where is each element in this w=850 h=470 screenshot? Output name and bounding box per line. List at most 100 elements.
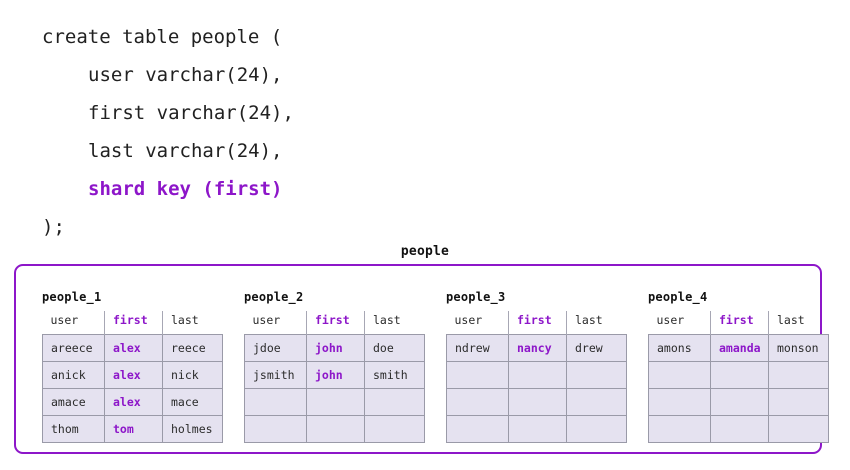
table-cell-user: amons bbox=[648, 334, 711, 362]
table-cell-last: mace bbox=[162, 388, 223, 416]
table-cell-first bbox=[508, 361, 567, 389]
table-cell-user: jdoe bbox=[244, 334, 307, 362]
table-cell-last: monson bbox=[768, 334, 829, 362]
shard-name: people_2 bbox=[244, 290, 304, 304]
table-cell-first: alex bbox=[104, 388, 163, 416]
sql-line: ); bbox=[42, 216, 65, 238]
sql-line: create table people ( bbox=[42, 26, 283, 48]
diagram-title: people bbox=[400, 244, 450, 259]
column-header-last: last bbox=[575, 313, 603, 327]
column-header-user: user bbox=[446, 311, 509, 335]
table-cell-last: holmes bbox=[162, 415, 223, 443]
sql-line: user varchar(24), bbox=[88, 64, 283, 86]
table-cell-first: alex bbox=[104, 334, 163, 362]
table-cell-user bbox=[244, 415, 307, 443]
table-cell-first bbox=[306, 388, 365, 416]
column-header-last: last bbox=[373, 313, 401, 327]
table-cell-user: amace bbox=[42, 388, 105, 416]
table-row bbox=[446, 388, 627, 416]
table-cell-first: tom bbox=[104, 415, 163, 443]
column-header-user: user bbox=[648, 311, 711, 335]
table-cell-first: amanda bbox=[710, 334, 769, 362]
table-row bbox=[244, 415, 425, 443]
table-cell-first: alex bbox=[104, 361, 163, 389]
table-cell-last: nick bbox=[162, 361, 223, 389]
table-cell-user bbox=[648, 361, 711, 389]
table-cell-first: nancy bbox=[508, 334, 567, 362]
table-cell-last bbox=[364, 388, 425, 416]
column-header-last: last bbox=[777, 313, 805, 327]
table-cell-first bbox=[306, 415, 365, 443]
table-row bbox=[446, 361, 627, 389]
table-cell-user bbox=[244, 388, 307, 416]
table-cell-user: ndrew bbox=[446, 334, 509, 362]
table-cell-last bbox=[768, 361, 829, 389]
table-cell-user bbox=[446, 361, 509, 389]
table-cell-first: john bbox=[306, 334, 365, 362]
shard-name: people_4 bbox=[648, 290, 708, 304]
table-cell-user bbox=[648, 388, 711, 416]
table-cell-last bbox=[768, 388, 829, 416]
table-cell-last: reece bbox=[162, 334, 223, 362]
table-cell-last bbox=[566, 388, 627, 416]
column-header-first: first bbox=[508, 311, 567, 335]
table-row bbox=[648, 415, 829, 443]
table-row bbox=[648, 361, 829, 389]
shard-name: people_3 bbox=[446, 290, 506, 304]
table-cell-user bbox=[648, 415, 711, 443]
table-cell-last bbox=[566, 415, 627, 443]
column-header-first: first bbox=[104, 311, 163, 335]
column-header-first: first bbox=[306, 311, 365, 335]
table-row bbox=[446, 415, 627, 443]
table-cell-user bbox=[446, 388, 509, 416]
column-header-user: user bbox=[42, 311, 105, 335]
table-cell-first bbox=[508, 388, 567, 416]
table-cell-last: drew bbox=[566, 334, 627, 362]
table-row bbox=[244, 388, 425, 416]
table-cell-first bbox=[710, 415, 769, 443]
table-cell-user bbox=[446, 415, 509, 443]
column-header-last: last bbox=[171, 313, 199, 327]
column-header-first: first bbox=[710, 311, 769, 335]
table-cell-first: john bbox=[306, 361, 365, 389]
sql-code-block: create table people ( user varchar(24), fi… bbox=[42, 18, 742, 246]
table-cell-first bbox=[508, 415, 567, 443]
table-cell-last: smith bbox=[364, 361, 425, 389]
table-cell-last: doe bbox=[364, 334, 425, 362]
sql-line: first varchar(24), bbox=[88, 102, 294, 124]
table-cell-user: anick bbox=[42, 361, 105, 389]
table-cell-user: jsmith bbox=[244, 361, 307, 389]
table-cell-last bbox=[364, 415, 425, 443]
shard-name: people_1 bbox=[42, 290, 102, 304]
table-cell-user: areece bbox=[42, 334, 105, 362]
table-cell-first bbox=[710, 361, 769, 389]
table-row bbox=[648, 388, 829, 416]
table-cell-user: thom bbox=[42, 415, 105, 443]
sql-line: last varchar(24), bbox=[88, 140, 283, 162]
table-cell-last bbox=[566, 361, 627, 389]
column-header-user: user bbox=[244, 311, 307, 335]
table-cell-last bbox=[768, 415, 829, 443]
sql-line: shard key (first) bbox=[88, 178, 283, 200]
